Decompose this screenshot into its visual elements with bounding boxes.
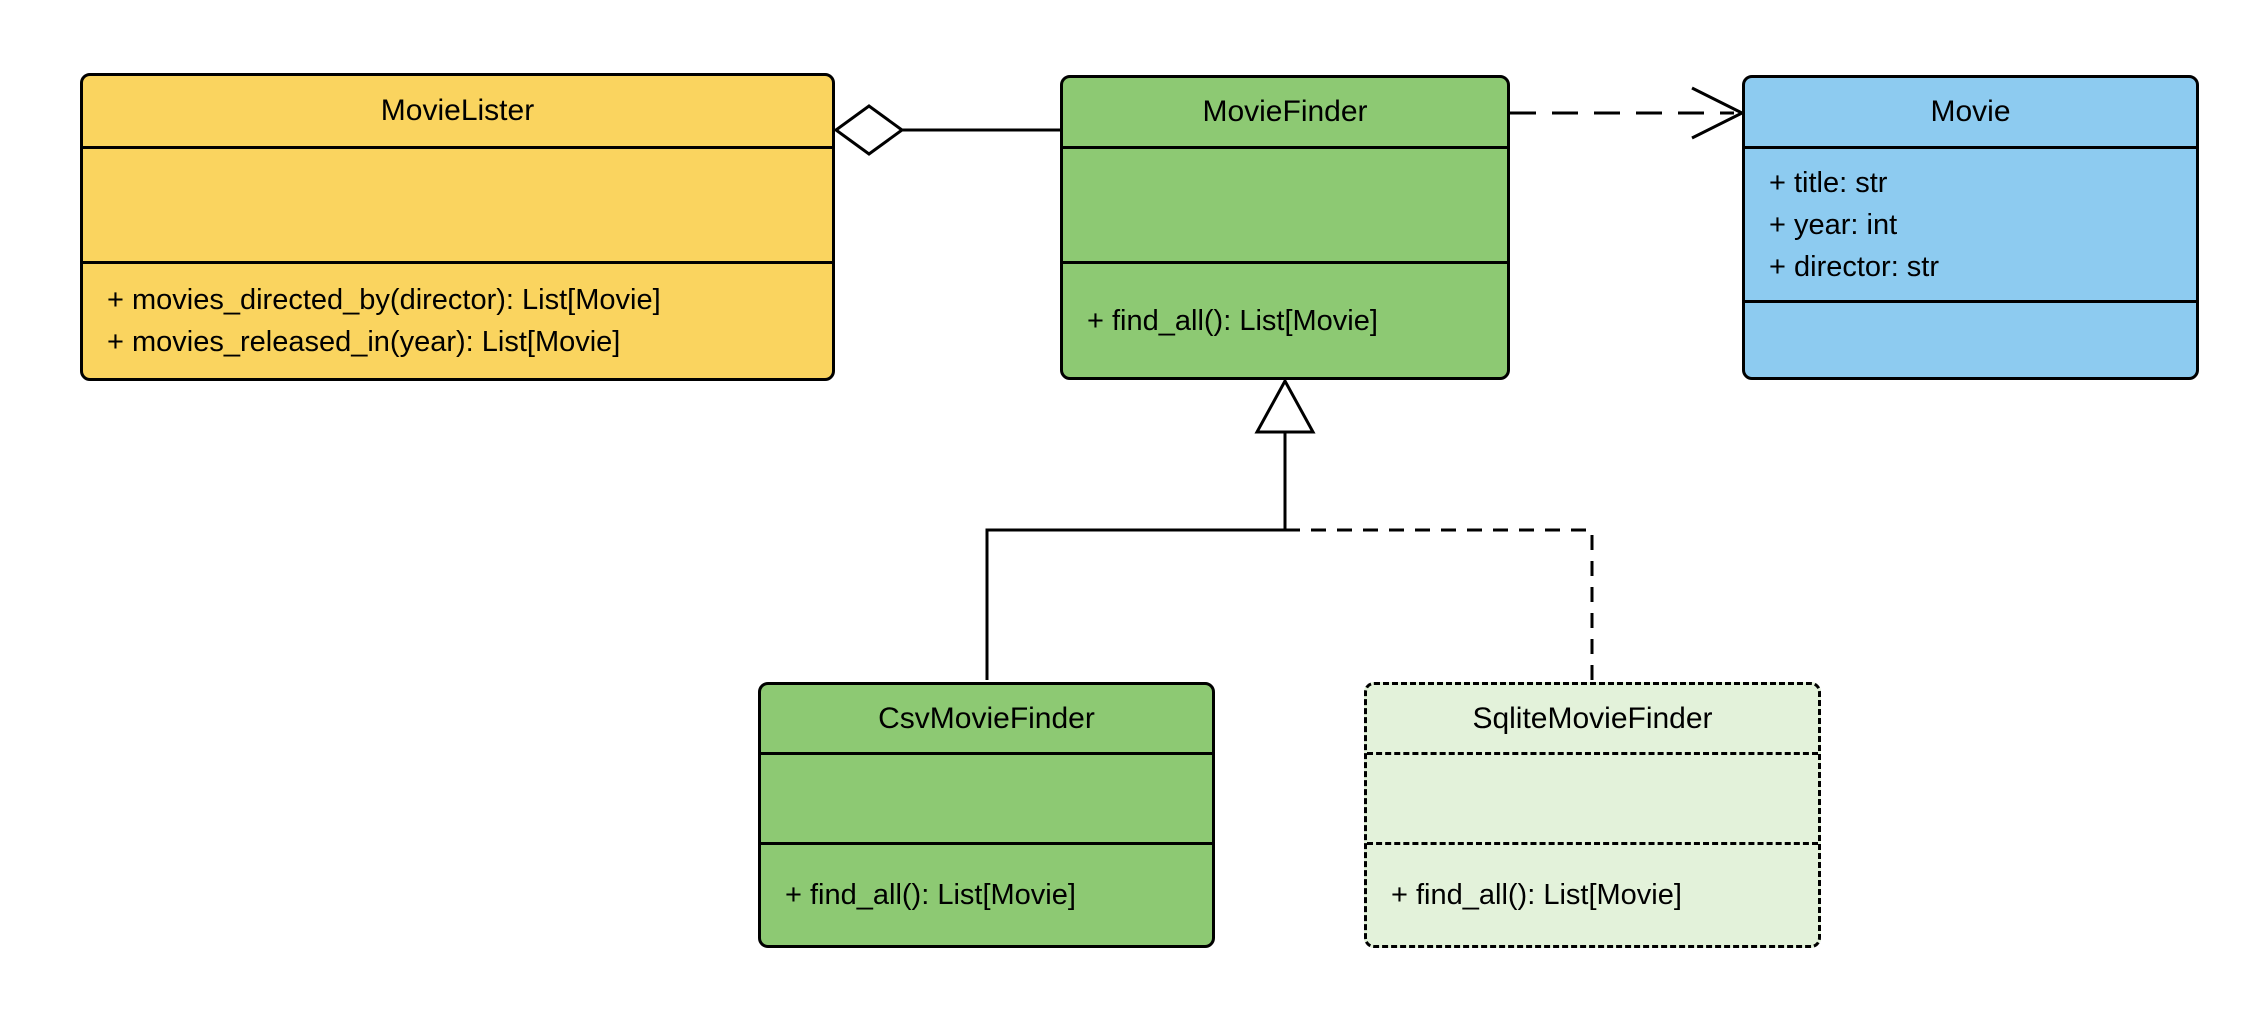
methods-compartment-movie [1745, 300, 2196, 377]
attributes-compartment-sqlitemoviefinder [1367, 752, 1818, 842]
attribute-label: + director: str [1769, 250, 1940, 283]
method-label: + find_all(): List[Movie] [1087, 304, 1378, 337]
class-title-movie: Movie [1930, 95, 2011, 128]
aggregation-diamond-icon [833, 104, 905, 156]
class-box-moviefinder: MovieFinder + find_all(): List[Movie] [1060, 75, 1510, 380]
class-title-sqlitemoviefinder: SqliteMovieFinder [1472, 701, 1713, 735]
methods-compartment-sqlitemoviefinder: + find_all(): List[Movie] [1367, 842, 1818, 945]
class-box-csvmoviefinder: CsvMovieFinder + find_all(): List[Movie] [758, 682, 1215, 948]
attribute-label: + title: str [1769, 166, 1888, 199]
attribute-label: + year: int [1769, 208, 1898, 241]
dependency-connector [1510, 86, 1743, 140]
method-label: + movies_released_in(year): List[Movie] [107, 326, 621, 358]
method-label: + movies_directed_by(director): List[Mov… [107, 284, 661, 316]
class-title-movielister: MovieLister [380, 94, 535, 127]
inheritance-triangle-icon [1254, 377, 1316, 434]
method-label: + find_all(): List[Movie] [1391, 879, 1682, 911]
open-arrowhead-icon [1691, 86, 1743, 140]
attributes-compartment-movie: + title: str + year: int + director: str [1745, 146, 2196, 300]
aggregation-connector [833, 104, 1060, 156]
method-label: + find_all(): List[Movie] [785, 879, 1076, 911]
class-box-sqlitemoviefinder: SqliteMovieFinder + find_all(): List[Mov… [1364, 682, 1821, 948]
inheritance-connector-solid [985, 431, 1287, 680]
class-title-csvmoviefinder: CsvMovieFinder [878, 701, 1095, 735]
methods-compartment-movielister: + movies_directed_by(director): List[Mov… [83, 261, 832, 378]
inheritance-connector-dashed [1285, 528, 1594, 680]
class-title-moviefinder: MovieFinder [1202, 95, 1368, 128]
attributes-compartment-csvmoviefinder [761, 752, 1212, 842]
methods-compartment-moviefinder: + find_all(): List[Movie] [1063, 261, 1507, 377]
class-box-movie: Movie + title: str + year: int + directo… [1742, 75, 2199, 380]
class-box-movielister: MovieLister + movies_directed_by(directo… [80, 73, 835, 381]
attributes-compartment-movielister [83, 146, 832, 261]
attributes-compartment-moviefinder [1063, 146, 1507, 261]
methods-compartment-csvmoviefinder: + find_all(): List[Movie] [761, 842, 1212, 945]
